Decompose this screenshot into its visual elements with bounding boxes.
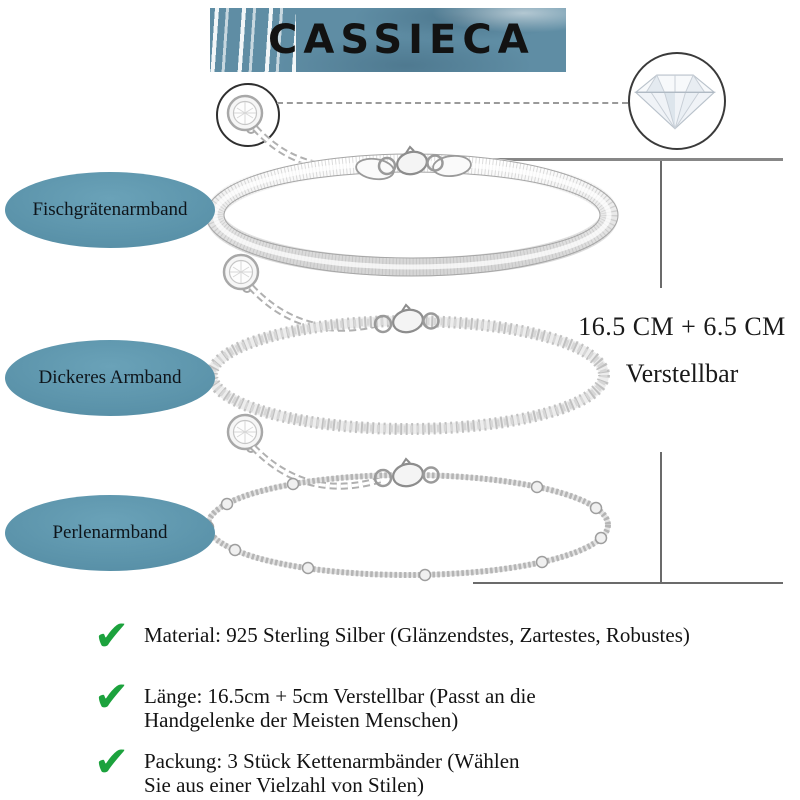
- bracelet-diagram: [201, 94, 619, 582]
- feature-line: Länge: 16.5cm + 5cm Verstellbar (Passt a…: [144, 684, 536, 708]
- measurement-text: 16.5 CM + 6.5 CM Verstellbar: [563, 312, 800, 389]
- label-oval-thick: Dickeres Armband: [5, 340, 215, 416]
- brand-logo: CASSIECA: [268, 17, 535, 63]
- diamond-icon: [634, 74, 716, 130]
- zoom-detail-circle: [628, 52, 726, 150]
- feature-line: Sie aus einer Vielzahl von Stilen): [144, 772, 425, 797]
- feature-item-packing: ✔ Packung: 3 Stück Kettenarmbänder (Wähl…: [94, 741, 520, 797]
- feature-line: Material: 925 Sterling Silber (Glänzends…: [144, 623, 690, 647]
- brand-banner: CASSIECA: [210, 8, 566, 72]
- check-icon: ✔: [94, 611, 130, 660]
- feature-text: Länge: 16.5cm + 5cm Verstellbar (Passt a…: [144, 676, 536, 732]
- bracelet-thick-chain: [206, 253, 610, 435]
- measure-vertical-line-upper: [660, 161, 662, 288]
- zoom-dashed-line: [277, 102, 628, 104]
- measure-top-line: [473, 158, 783, 161]
- feature-text: Material: 925 Sterling Silber (Glänzends…: [144, 615, 690, 648]
- feature-item-length: ✔ Länge: 16.5cm + 5cm Verstellbar (Passt…: [94, 676, 536, 732]
- chain-beads: [201, 477, 608, 582]
- feature-item-material: ✔ Material: 925 Sterling Silber (Glänzen…: [94, 615, 690, 657]
- bracelet-bead-chain: [201, 413, 611, 582]
- banner-brush-texture: [210, 8, 296, 72]
- feature-line: Packung: 3 Stück Kettenarmbänder (Wählen: [144, 749, 520, 773]
- label-oval-bead: Perlenarmband: [5, 495, 215, 571]
- check-icon: ✔: [94, 737, 130, 786]
- feature-text: Packung: 3 Stück Kettenarmbänder (Wählen…: [144, 741, 520, 797]
- zoom-lens-circle: [216, 83, 280, 147]
- label-oval-herringbone: Fischgrätenarmband: [5, 172, 215, 248]
- measure-bottom-line: [473, 582, 783, 584]
- feature-line: Handgelenke der Meisten Menschen): [144, 707, 459, 732]
- bracelet-label: Dickeres Armband: [38, 367, 182, 388]
- bracelet-label: Perlenarmband: [52, 522, 168, 543]
- bracelet-herringbone: [205, 94, 619, 277]
- measurement-adjustable: Verstellbar: [625, 359, 739, 388]
- measurement-length: 16.5 CM + 6.5 CM: [578, 312, 786, 341]
- bracelet-label: Fischgrätenarmband: [32, 199, 188, 220]
- check-icon: ✔: [94, 672, 130, 721]
- measure-vertical-line-lower: [660, 452, 662, 583]
